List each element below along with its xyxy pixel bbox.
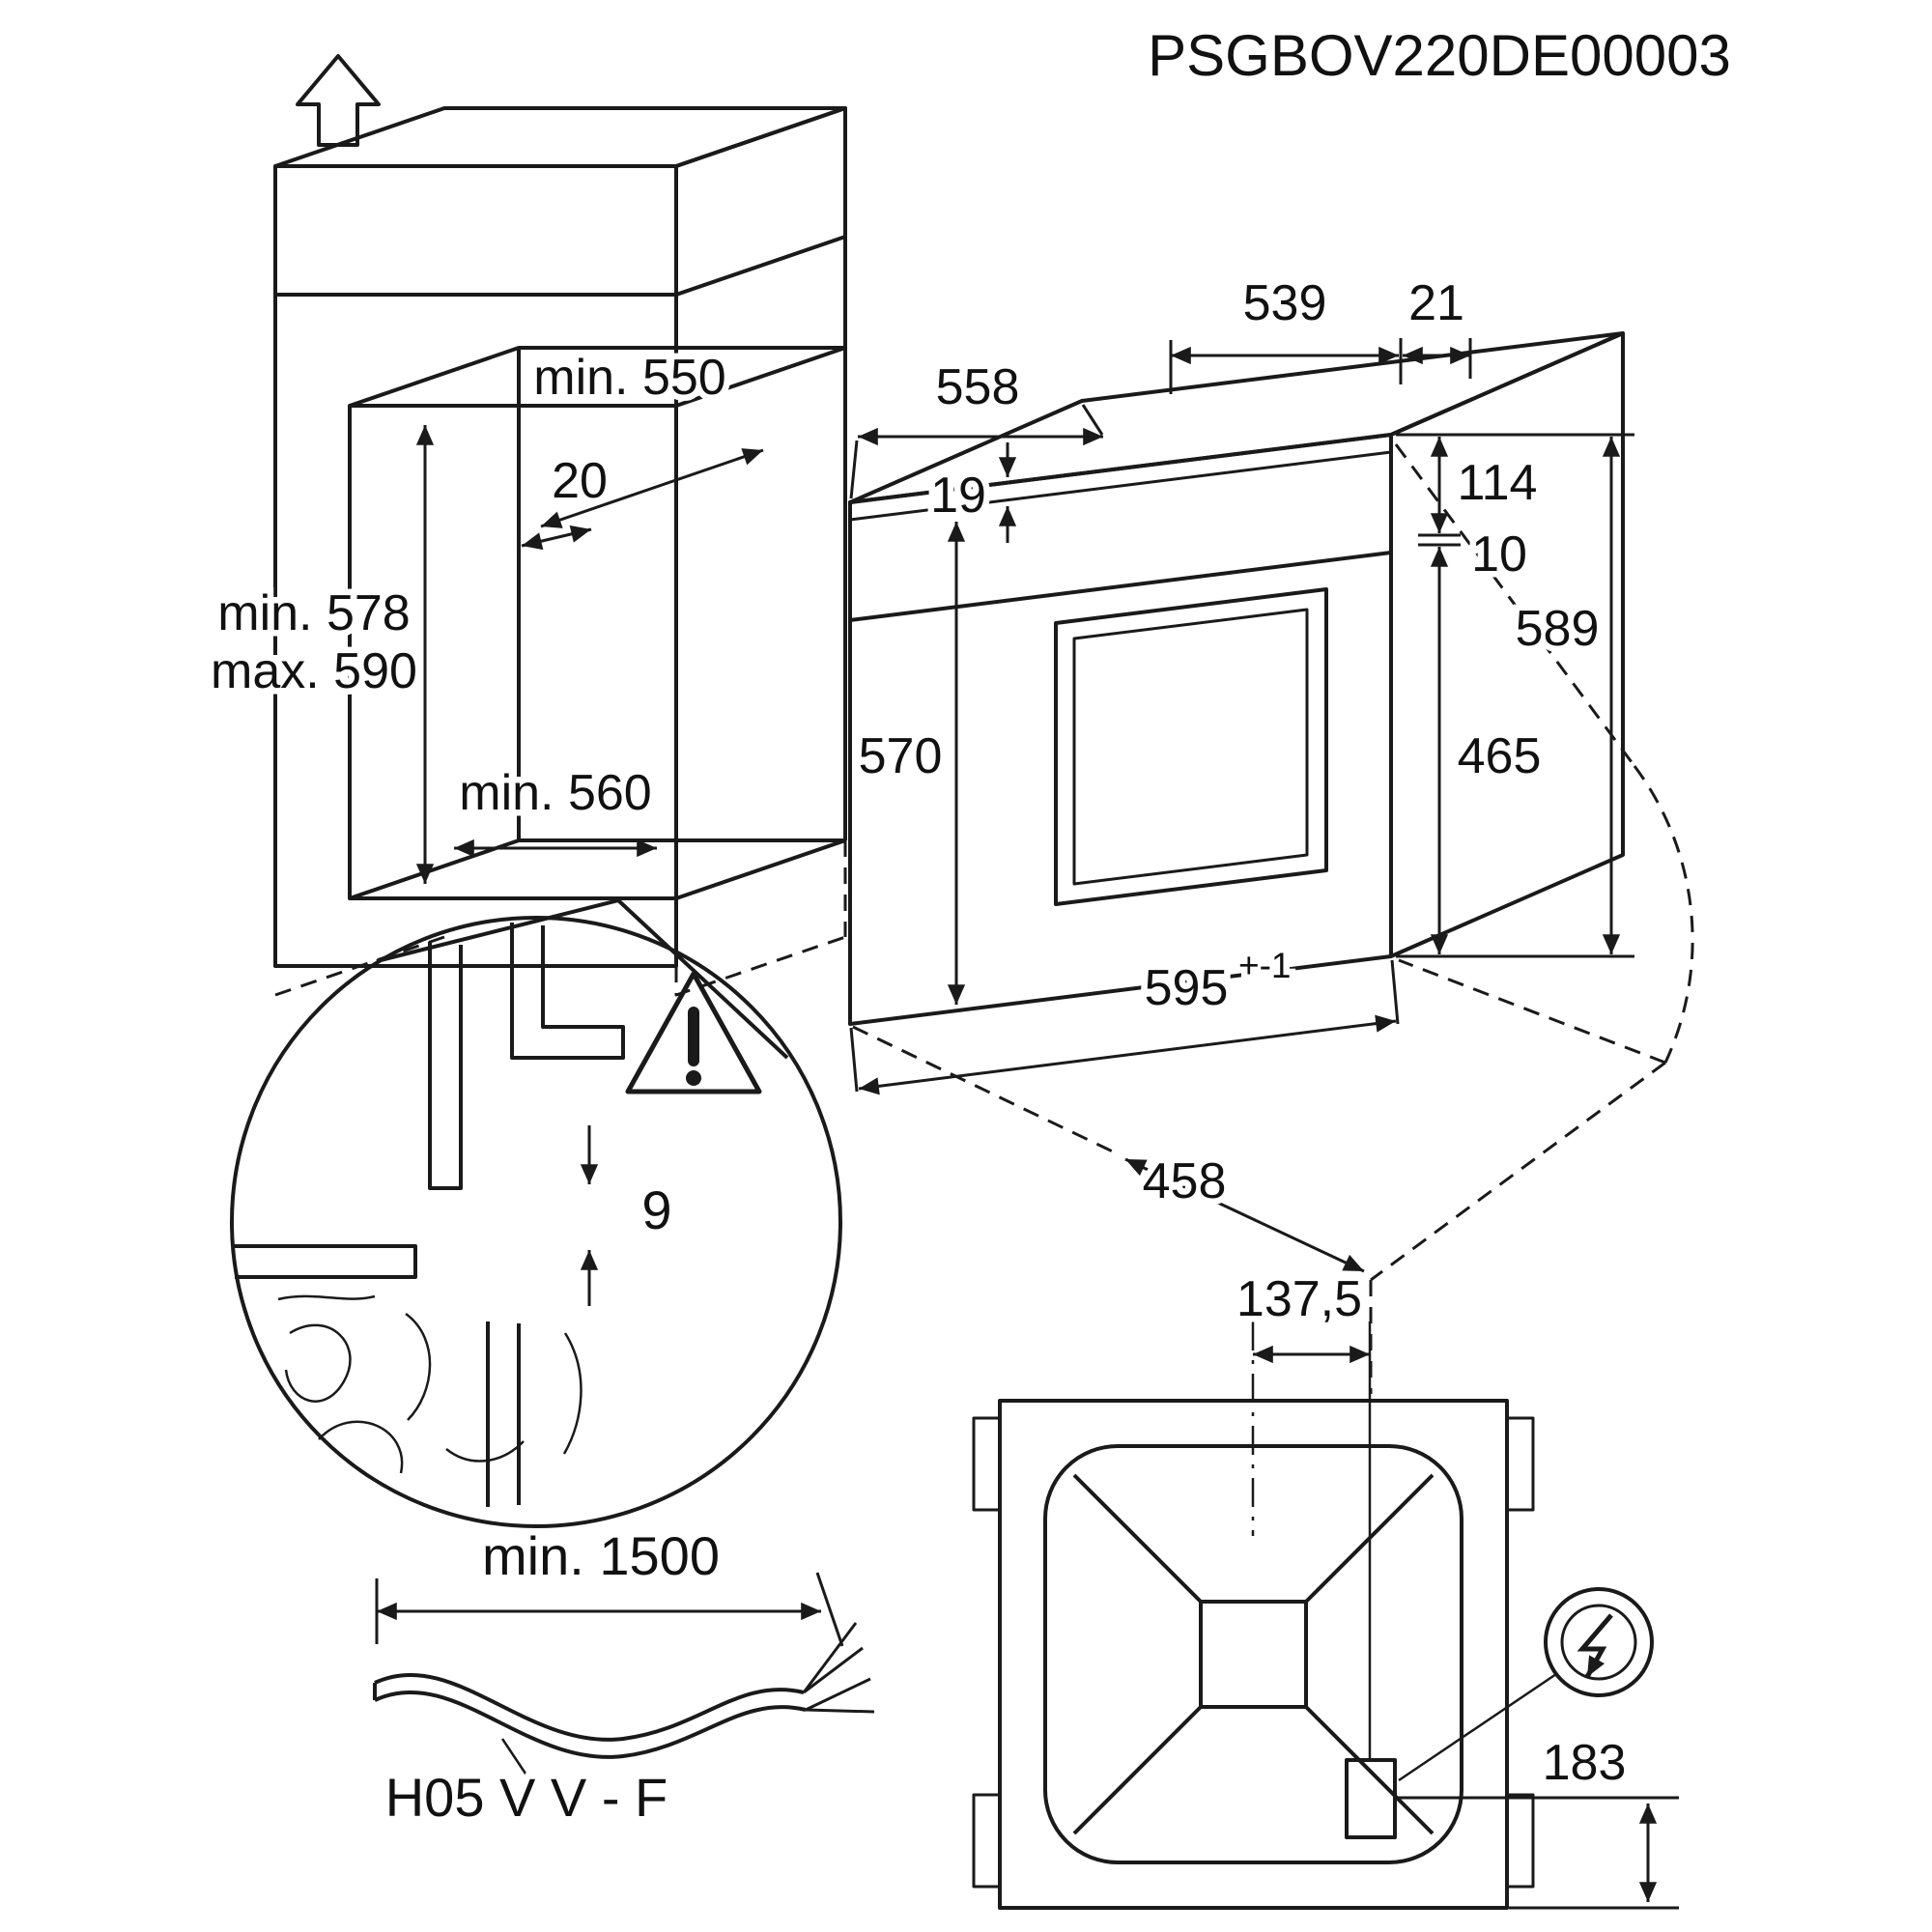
dim-line-595: [858, 1014, 1397, 1095]
wood-grain: [284, 1323, 352, 1403]
oven-side-face: [1390, 331, 1625, 958]
niche-opening: [348, 404, 678, 900]
cable-outline: [374, 1672, 805, 1742]
electric-shock-icon: [1544, 1587, 1654, 1697]
dim-589: 589: [1516, 601, 1600, 657]
dim-line-rear-gap: [521, 525, 592, 551]
connection-leader: [1398, 1672, 1557, 1782]
dim-458: 458: [1143, 1153, 1227, 1209]
dim-595: 595: [1145, 960, 1229, 1016]
rear-connection-view: [972, 1321, 1679, 1910]
power-cable-view: [373, 1572, 875, 1780]
dim-max-590: max. 590: [211, 643, 417, 699]
cabinet-side-face: [675, 106, 847, 840]
document-code: PSGBOV220DE00003: [1148, 23, 1731, 88]
dim-min-1500: min. 1500: [482, 1525, 720, 1586]
dim-20: 20: [552, 453, 608, 509]
dim-558: 558: [936, 359, 1020, 415]
dim-min-578: min. 578: [217, 585, 410, 641]
side-bracket: [972, 1416, 1002, 1512]
callout-wedge-line: [376, 898, 619, 963]
cabinet-front-frame: [273, 164, 678, 968]
cable-type-leader: [500, 1738, 531, 1780]
up-arrow-icon: [296, 54, 381, 147]
dim-539: 539: [1243, 275, 1327, 331]
oven-door-window: [1054, 587, 1328, 906]
dim-line-458: [1124, 1157, 1365, 1273]
dim-137-5: 137,5: [1236, 1271, 1362, 1327]
detail-callout: [230, 898, 842, 1528]
dim-570: 570: [859, 728, 943, 784]
dim-183: 183: [1543, 1735, 1627, 1791]
detail-circle: [230, 916, 842, 1528]
cable-strand: [803, 1646, 864, 1694]
callout-wedge-line: [616, 898, 789, 1060]
dim-21: 21: [1408, 275, 1464, 331]
dim-10: 10: [1471, 526, 1527, 582]
labels: PSGBOV220DE00003 min. 550 min. 578 max. …: [205, 23, 1731, 1834]
dim-9: 9: [641, 1179, 671, 1240]
dim-19: 19: [930, 468, 986, 524]
warning-icon: [625, 971, 762, 1094]
dim-min-550: min. 550: [533, 350, 725, 406]
rear-center-plate: [1199, 1600, 1308, 1709]
mains-connection-box: [1345, 1758, 1397, 1839]
dim-595-tolerance: +-1: [1238, 946, 1292, 985]
dim-line-niche-depth: [540, 448, 764, 528]
control-panel-divider: [849, 551, 1392, 622]
dim-min-560: min. 560: [459, 765, 651, 821]
cabinet-niche-view: [273, 54, 847, 997]
dim-465: 465: [1458, 728, 1542, 784]
dim-114: 114: [1458, 455, 1538, 511]
cable-type-label: H05 V V - F: [385, 1767, 668, 1828]
oven-dimension-view: [848, 331, 1694, 1394]
